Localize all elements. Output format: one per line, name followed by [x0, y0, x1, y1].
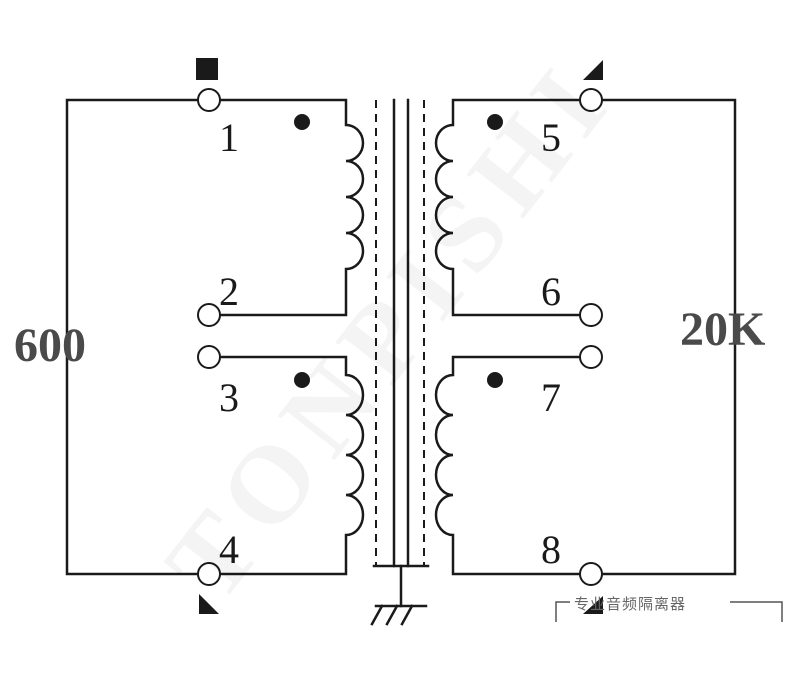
marker-triangle-bottom-right [583, 596, 603, 614]
polarity-dot-3 [294, 372, 310, 388]
product-caption: 专业音频隔离器 [574, 595, 687, 613]
ground-tick-1 [370, 604, 384, 626]
marker-square [196, 58, 218, 80]
pin-label-1: 1 [219, 115, 239, 160]
secondary-impedance-label: 20K [680, 303, 766, 356]
terminal-6 [579, 303, 603, 327]
pin-label-8: 8 [541, 527, 561, 572]
terminal-4 [197, 562, 221, 586]
winding-3-4 [218, 355, 365, 576]
polarity-dot-1 [294, 114, 310, 130]
pin-label-4: 4 [219, 527, 239, 572]
winding-1-2 [218, 98, 365, 317]
winding-5-6 [434, 98, 582, 317]
primary-load-wire [65, 98, 199, 576]
terminal-1 [197, 88, 221, 112]
caption-bracket-left [555, 601, 570, 622]
caption-bracket-right [730, 601, 783, 622]
terminal-2 [197, 303, 221, 327]
terminal-7 [579, 345, 603, 369]
pin-label-2: 2 [219, 269, 239, 314]
primary-impedance-label: 600 [14, 319, 86, 372]
terminal-5 [579, 88, 603, 112]
terminal-8 [579, 562, 603, 586]
marker-triangle-top-right [583, 60, 603, 80]
secondary-load-wire [601, 98, 737, 576]
pin-label-7: 7 [541, 375, 561, 420]
terminal-3 [197, 345, 221, 369]
polarity-dot-7 [487, 372, 503, 388]
pin-label-3: 3 [219, 375, 239, 420]
polarity-dot-5 [487, 114, 503, 130]
marker-triangle-bottom-left [199, 594, 219, 614]
ground-tick-2 [385, 604, 399, 626]
ground-tick-3 [400, 604, 414, 626]
winding-7-8 [434, 355, 582, 576]
pin-label-6: 6 [541, 269, 561, 314]
pin-label-5: 5 [541, 115, 561, 160]
